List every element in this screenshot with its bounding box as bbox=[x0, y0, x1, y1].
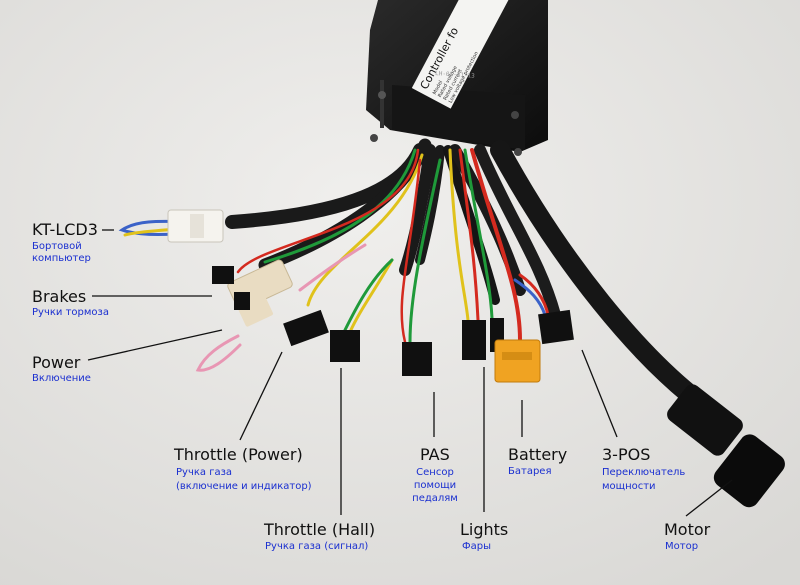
controller-box: Controller fo Model Rated voltage Rated … bbox=[366, 0, 548, 156]
label-motor-subtitle: Мотор bbox=[665, 541, 699, 552]
label-3-pos: 3-POS bbox=[602, 445, 651, 464]
label-3-pos-subtitle: Переключатель мощности bbox=[602, 467, 686, 492]
label-motor: Motor bbox=[664, 520, 711, 539]
label-throttle-power: Throttle (Power) bbox=[174, 445, 303, 464]
label-kt-lcd3-subtitle: Бортовой компьютер bbox=[32, 241, 91, 264]
label-kt-lcd3: KT-LCD3 bbox=[32, 220, 98, 239]
label-brakes: Brakes bbox=[32, 287, 87, 306]
pointer-lines bbox=[87, 229, 733, 517]
cable-bundle bbox=[118, 138, 720, 420]
controller-code: LH-01-11-13 bbox=[435, 70, 476, 80]
label-battery-subtitle: Батарея bbox=[508, 466, 552, 477]
label-lights-subtitle: Фары bbox=[462, 541, 491, 552]
label-power-subtitle: Включение bbox=[32, 373, 91, 384]
label-throttle-hall: Throttle (Hall) bbox=[264, 520, 376, 539]
label-pas: PAS bbox=[420, 445, 450, 464]
label-pas-subtitle: Сенсор помощи педалям bbox=[412, 467, 458, 504]
label-battery: Battery bbox=[508, 445, 568, 464]
label-throttle-hall-subtitle: Ручка газа (сигнал) bbox=[265, 541, 369, 552]
label-power: Power bbox=[32, 353, 81, 372]
label-throttle-power-subtitle: Ручка газа (включение и индикатор) bbox=[176, 467, 312, 492]
connectors bbox=[167, 209, 785, 508]
label-brakes-subtitle: Ручки тормоза bbox=[32, 307, 109, 318]
label-lights: Lights bbox=[460, 520, 509, 539]
